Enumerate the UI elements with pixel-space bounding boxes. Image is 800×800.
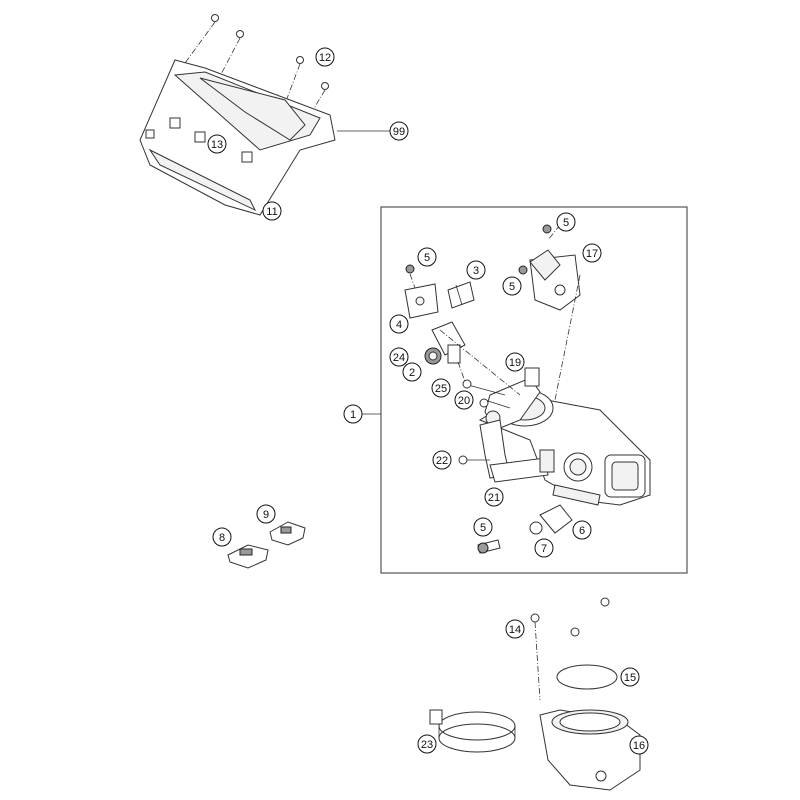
cover-plate [139,59,336,216]
callout-7: 7 [534,538,554,558]
callout-9: 9 [256,504,276,524]
callout-14: 14 [505,619,525,639]
callout-13: 13 [207,134,227,154]
part-4 [404,273,439,319]
callout-22: 22 [432,450,452,470]
svg-text:23: 23 [421,739,433,751]
part-20 [462,379,511,409]
part-7 [529,521,543,535]
callout-99: 99 [389,121,409,141]
svg-text:4: 4 [396,319,402,331]
part-23 [429,709,516,753]
part-22 [458,455,490,465]
callout-21: 21 [484,487,504,507]
part-14 [530,597,610,701]
svg-text:12: 12 [319,52,331,64]
part-25 [447,344,469,391]
screw-5c [405,264,415,274]
callout-5c: 5 [417,247,437,267]
callout-5a: 5 [556,212,576,232]
part-2 [424,347,442,365]
callout-19: 19 [505,352,525,372]
callout-25: 25 [431,378,451,398]
callout-6: 6 [572,520,592,540]
screw-5a [542,224,552,234]
callout-23: 23 [417,734,437,754]
svg-text:5: 5 [509,281,515,293]
part-21 [479,419,555,483]
screw-5d [477,539,501,554]
callout-labels: 1 2 3 4 5 5 5 5 6 7 8 9 11 12 13 14 15 1… [207,47,649,755]
svg-text:19: 19 [509,357,521,369]
part-6 [539,504,573,534]
svg-text:24: 24 [393,352,405,364]
callout-11: 11 [262,201,282,221]
svg-text:13: 13 [211,139,223,151]
callout-15: 15 [620,667,640,687]
part-17 [529,224,581,401]
svg-text:6: 6 [579,525,585,537]
svg-text:3: 3 [473,265,479,277]
part-8 [227,544,269,569]
svg-text:11: 11 [266,206,277,218]
svg-text:15: 15 [624,672,636,684]
callout-3: 3 [466,260,486,280]
assembly-1-frame [380,206,688,574]
part-3 [447,281,475,309]
part-16 [539,709,641,791]
part-15 [556,664,618,690]
svg-text:21: 21 [488,492,500,504]
callout-20: 20 [454,390,474,410]
svg-text:25: 25 [435,383,447,395]
screw-5b [518,265,528,275]
callout-2: 2 [402,362,422,382]
callout-24: 24 [389,347,409,367]
callout-12: 12 [315,47,335,67]
callout-1: 1 [343,404,363,424]
svg-text:9: 9 [263,509,269,521]
svg-text:14: 14 [509,624,521,636]
svg-text:5: 5 [424,252,430,264]
callout-17: 17 [582,243,602,263]
svg-text:22: 22 [436,455,448,467]
callout-5d: 5 [473,517,493,537]
svg-text:5: 5 [563,217,569,229]
callout-5b: 5 [502,276,522,296]
svg-text:99: 99 [393,126,405,138]
part-9 [269,521,306,546]
callout-4: 4 [389,314,409,334]
callout-16: 16 [629,735,649,755]
airbox-cover-assembly [139,14,336,216]
svg-text:7: 7 [541,543,547,555]
callout-8: 8 [212,527,232,547]
leader-lines [337,130,390,415]
svg-text:8: 8 [219,532,225,544]
svg-text:17: 17 [586,248,598,260]
svg-text:1: 1 [350,409,356,421]
svg-text:16: 16 [633,740,645,752]
svg-text:20: 20 [458,395,470,407]
svg-text:2: 2 [409,367,415,379]
svg-text:5: 5 [480,522,486,534]
